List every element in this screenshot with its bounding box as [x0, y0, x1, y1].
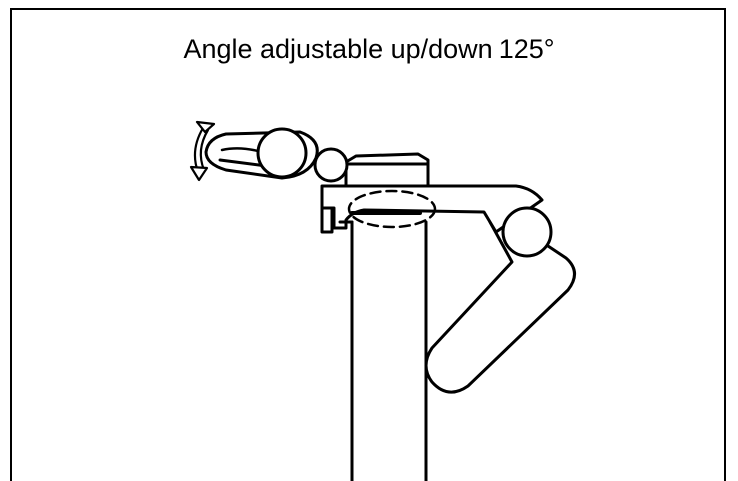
- elbow-joint: [501, 206, 553, 258]
- head-joint: [313, 147, 349, 183]
- caption-text: Angle adjustable up/down: [183, 34, 493, 64]
- up-down-arrow-icon: [189, 120, 216, 182]
- pole: [350, 220, 428, 481]
- caption-angle: 125°: [498, 34, 555, 64]
- lower-arm: [424, 220, 576, 394]
- top-cap: [344, 152, 430, 188]
- handle-knob: [256, 127, 308, 179]
- diagram-frame: [10, 8, 726, 481]
- pivot-highlight: [347, 189, 437, 229]
- clamp-tab: [320, 206, 334, 234]
